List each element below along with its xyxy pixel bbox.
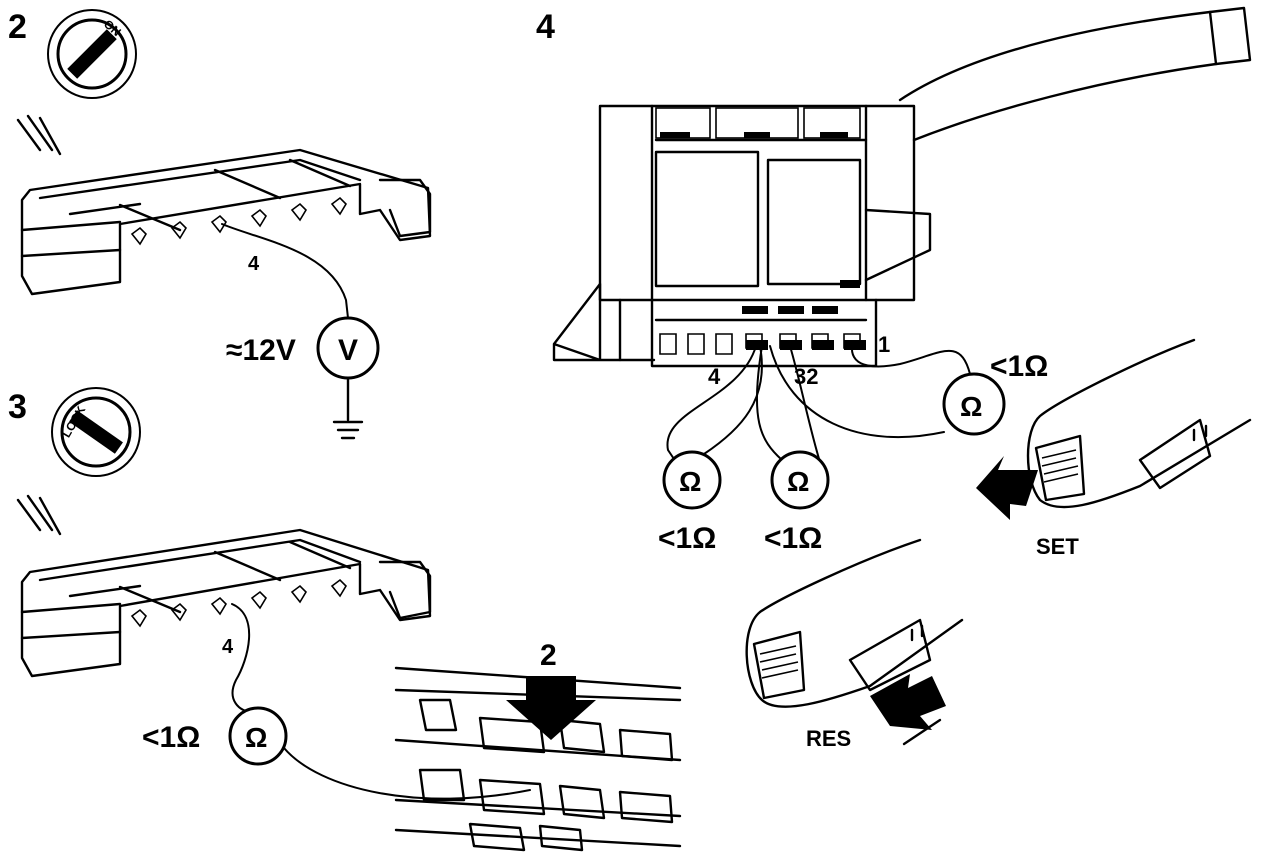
step-4-label: 4: [536, 8, 555, 46]
res-arrow-icon: [870, 674, 946, 730]
pin-4-right-label: 4: [708, 364, 721, 389]
step-3-label: 3: [8, 388, 27, 426]
voltmeter-symbol: V: [338, 334, 358, 367]
connector-bottom: [16, 494, 432, 678]
resistance-reading-pin32: <1Ω: [764, 522, 822, 555]
connector-top: [16, 114, 432, 296]
ignition-switch-on: ON: [47, 9, 137, 99]
probe-wire-lock: [231, 603, 253, 713]
pin-4-top-label: 4: [248, 253, 260, 275]
ohm-symbol-pin4: Ω: [679, 466, 701, 497]
stalk-end-res: [745, 538, 964, 746]
ground-symbol: [332, 376, 364, 440]
ohm-symbol-pin32: Ω: [787, 466, 809, 497]
resistance-reading-lock: <1Ω: [142, 721, 200, 754]
stalk-end-set: [976, 338, 1252, 520]
detail-step-2-label: 2: [540, 639, 557, 672]
probe-wires-step4: [666, 345, 971, 463]
cruise-stalk: [898, 6, 1252, 142]
connector-detail: [394, 666, 682, 852]
ohmmeter-pin4: [662, 450, 722, 510]
pin-4-mid-label: 4: [222, 636, 234, 658]
ohmmeter-pin1: [942, 372, 1006, 436]
pin-1-label: 1: [878, 332, 890, 357]
ohmmeter-lock: [228, 706, 288, 766]
probe-wire-return: [283, 747, 531, 800]
set-arrow-icon: [976, 456, 1038, 520]
step-2-label: 2: [8, 8, 27, 46]
press-arrow-icon: [506, 676, 596, 740]
set-button-label: SET: [1036, 534, 1079, 559]
resistance-reading-pin1: <1Ω: [990, 350, 1048, 383]
ohm-symbol-lock: Ω: [245, 722, 267, 753]
probe-wire-voltage: [221, 223, 349, 319]
resistance-reading-pin4: <1Ω: [658, 522, 716, 555]
ignition-switch-lock: LOCK: [51, 387, 141, 477]
ohmmeter-pin32: [770, 450, 830, 510]
ohm-symbol-pin1: Ω: [960, 391, 982, 422]
voltage-reading: ≈12V: [226, 334, 296, 367]
res-button-label: RES: [806, 726, 851, 751]
switch-module: [552, 104, 932, 368]
